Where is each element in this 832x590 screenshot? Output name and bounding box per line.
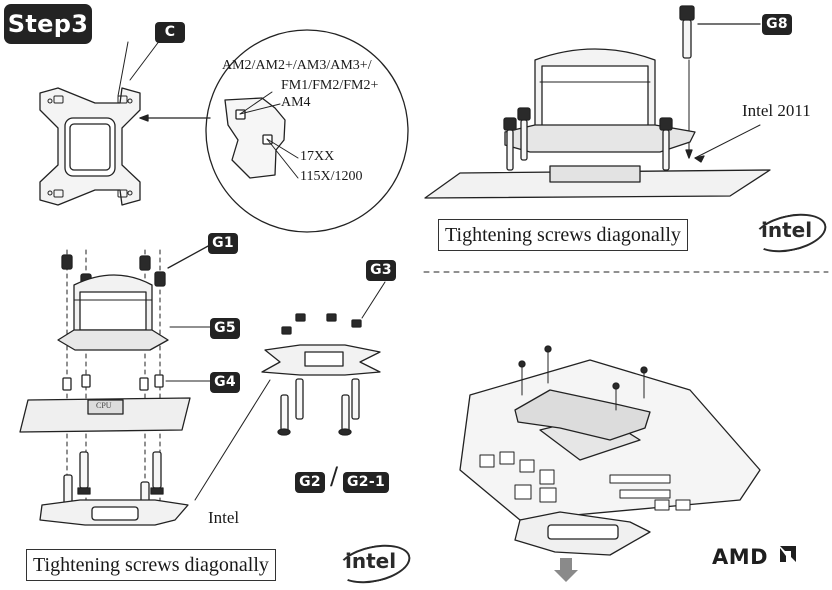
tag-g1: G1 xyxy=(208,233,238,254)
callout-amd-line3: AM4 xyxy=(281,95,311,110)
intel-bracket-detail xyxy=(261,281,386,436)
intel-label: Intel xyxy=(208,508,240,527)
tighten-note-right: Tightening screws diagonally xyxy=(438,219,688,251)
intel-logo-right: intel xyxy=(750,207,830,259)
tag-c: C xyxy=(155,22,185,43)
step-badge: Step3 xyxy=(4,4,92,44)
tag-g3: G3 xyxy=(366,260,396,281)
amd-logo: AMD xyxy=(712,545,769,569)
intel-2011-assembly xyxy=(424,5,771,199)
tag-separator: / xyxy=(330,462,339,490)
tighten-note-left: Tightening screws diagonally xyxy=(26,549,276,581)
cpu-label: CPU xyxy=(96,401,112,410)
tag-g2-1: G2-1 xyxy=(343,472,389,493)
tag-g2: G2 xyxy=(295,472,325,493)
tag-g8: G8 xyxy=(762,14,792,35)
callout-amd-line1: AM2/AM2+/AM3/AM3+/ xyxy=(222,58,372,73)
intel-exploded-assembly xyxy=(19,244,271,526)
intel-logo-left-text: intel xyxy=(345,549,397,573)
tag-g4: G4 xyxy=(210,372,240,393)
callout-intel-115x: 115X/1200 xyxy=(300,169,363,184)
down-arrow-icon xyxy=(554,558,578,582)
intel-2011-label: Intel 2011 xyxy=(742,101,811,120)
callout-intel-17xx: 17XX xyxy=(300,149,335,164)
intel-logo-right-text: intel xyxy=(761,218,813,242)
amd-assembly xyxy=(459,345,761,556)
tag-g5: G5 xyxy=(210,318,240,339)
mount-hole-callout xyxy=(205,29,409,233)
callout-amd-line2: FM1/FM2/FM2+ xyxy=(281,78,379,93)
intel-logo-left: intel xyxy=(334,538,414,590)
backplate-c xyxy=(39,39,211,206)
amd-arrow-icon xyxy=(780,546,796,562)
